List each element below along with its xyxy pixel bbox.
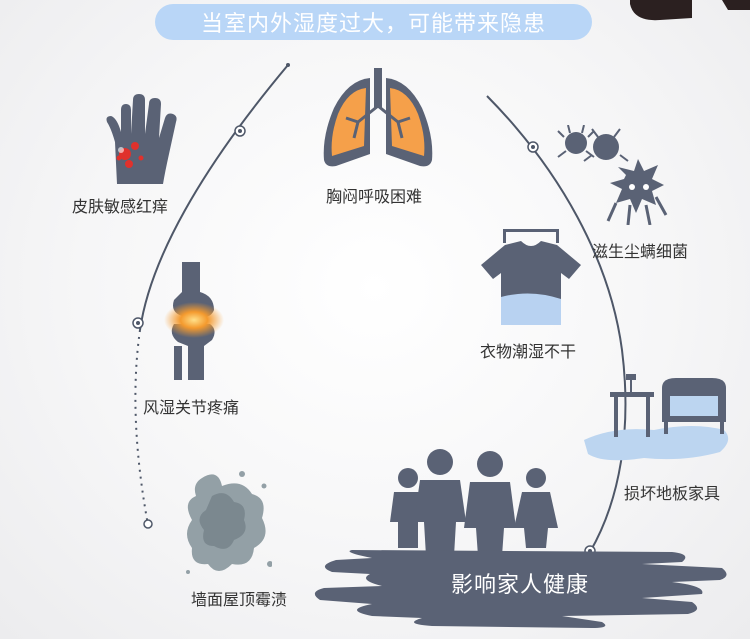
- hand-rash-icon: [106, 94, 177, 184]
- label-mites: 滋生尘螨细菌: [592, 242, 689, 261]
- label-furniture: 损坏地板家具: [624, 484, 721, 503]
- label-lungs: 胸闷呼吸困难: [326, 187, 423, 206]
- label-clothes: 衣物潮湿不干: [480, 342, 577, 361]
- label-skin: 皮肤敏感红痒: [72, 197, 169, 216]
- shoe-icon: [630, 0, 750, 21]
- family-icon: [390, 449, 558, 556]
- footer-label: 影响家人健康: [450, 573, 589, 598]
- footer-banner: [314, 550, 727, 628]
- lungs-icon: [323, 68, 433, 167]
- wet-shirt-icon: [481, 229, 581, 325]
- dust-mite-icon: [557, 125, 668, 225]
- flooded-furniture-icon: [584, 374, 729, 461]
- label-joint: 风湿关节疼痛: [143, 398, 240, 417]
- label-mold: 墙面屋顶霉渍: [191, 590, 288, 609]
- mold-stain-icon: [186, 471, 272, 574]
- knee-joint-icon: [164, 262, 224, 380]
- page-title: 当室内外湿度过大，可能带来隐患: [155, 4, 592, 40]
